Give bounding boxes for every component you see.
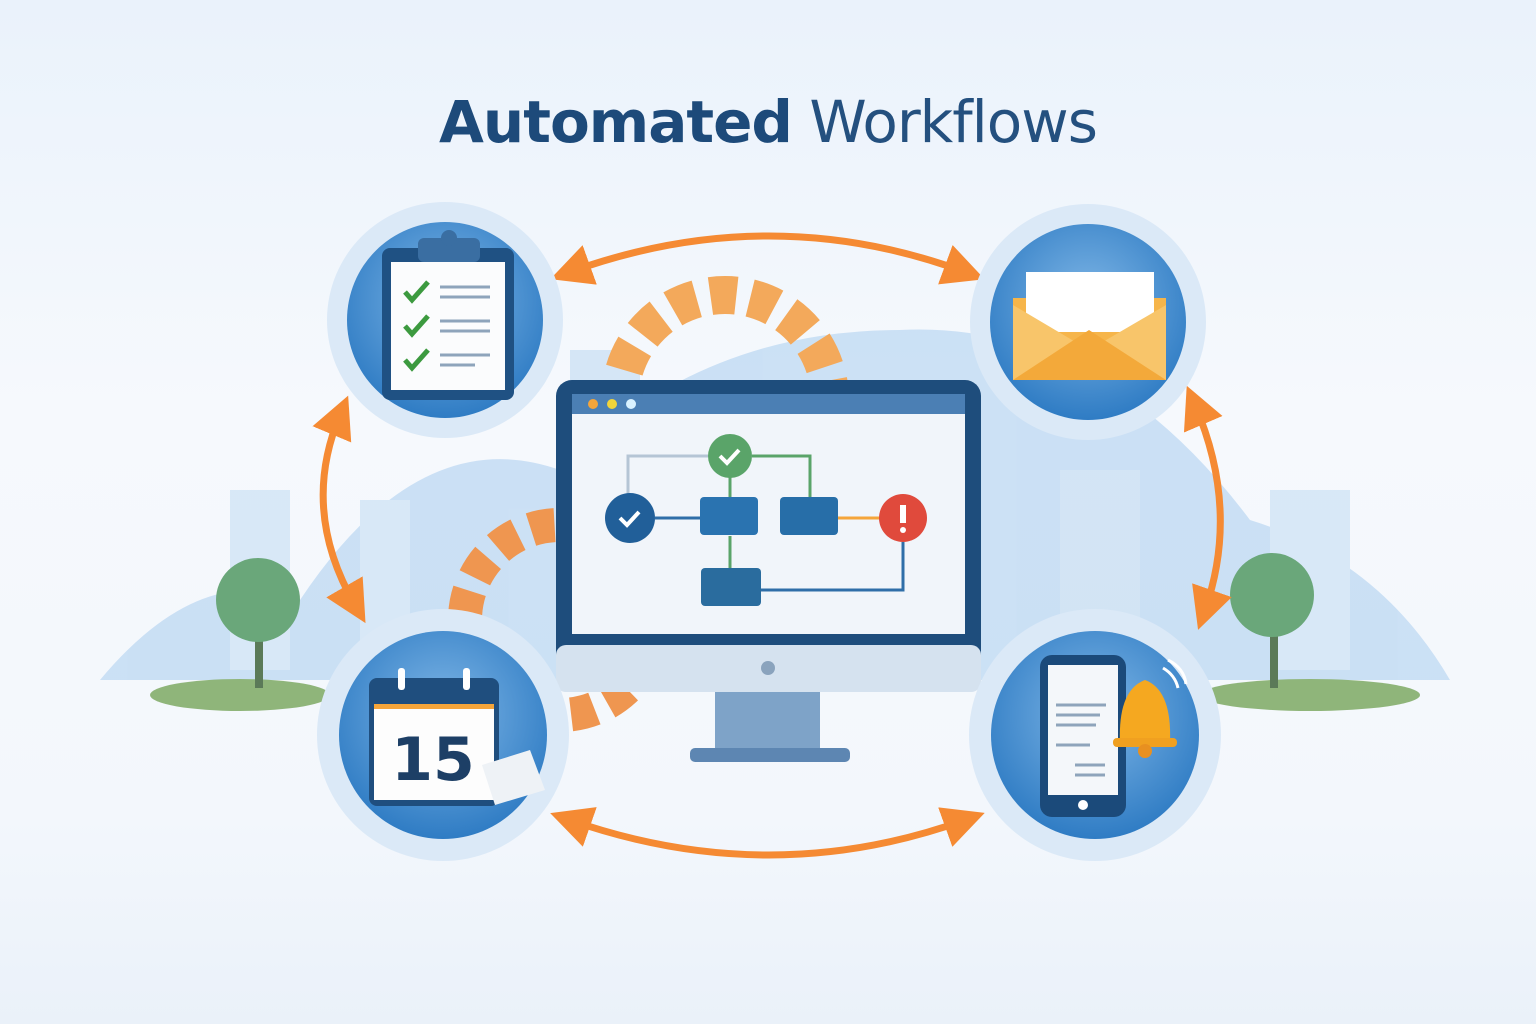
phone-notification-icon bbox=[1040, 655, 1188, 817]
title-regular: Workflows bbox=[809, 88, 1098, 156]
calendar-icon bbox=[369, 668, 545, 806]
clipboard-checklist-icon bbox=[382, 230, 514, 400]
monitor-workflow-icon bbox=[556, 380, 981, 762]
cycle-arrows bbox=[312, 232, 1232, 859]
title-bold: Automated bbox=[439, 88, 793, 156]
envelope-icon bbox=[1013, 272, 1166, 380]
bell-icon bbox=[1113, 680, 1177, 758]
tree-icon bbox=[1230, 553, 1314, 688]
calendar-day: 15 bbox=[391, 725, 475, 795]
grass-right bbox=[1200, 679, 1420, 711]
grass-left bbox=[150, 679, 330, 711]
tree-icon bbox=[216, 558, 300, 688]
page-title: Automated Workflows bbox=[0, 88, 1536, 156]
